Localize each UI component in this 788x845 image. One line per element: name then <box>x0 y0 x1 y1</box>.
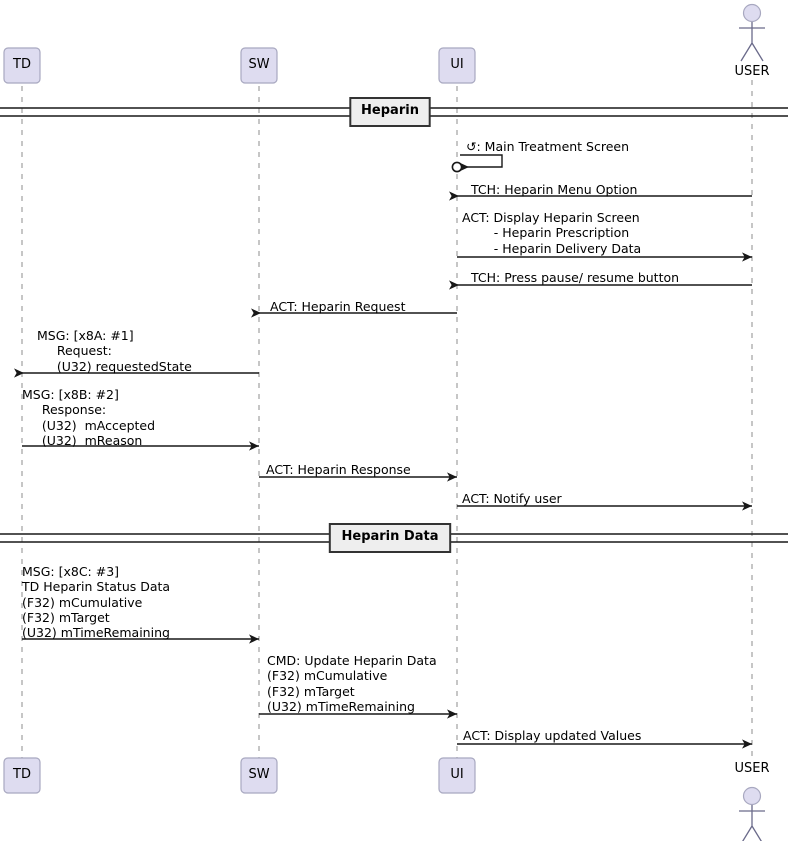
divider-box <box>328 523 452 553</box>
actor-head-icon <box>742 3 762 23</box>
message-label-m6: MSG: [x8A: #1] Request: (U32) requestedS… <box>37 328 192 374</box>
message-label-m3: ACT: Display Heparin Screen - Heparin Pr… <box>462 210 642 256</box>
self-message-terminator-icon <box>451 161 463 173</box>
participant-box[interactable] <box>240 757 278 794</box>
participant-label-td: TD <box>13 57 31 72</box>
participant-user-foot[interactable] <box>739 786 765 845</box>
actor-body-icon <box>739 805 765 845</box>
actor-head-icon <box>742 786 762 806</box>
message-label-m9: ACT: Notify user <box>462 491 562 506</box>
message-label-m7: MSG: [x8B: #2] Response: (U32) mAccepted… <box>22 387 156 448</box>
divider-label-1: Heparin Data <box>341 529 439 544</box>
divider-0 <box>0 97 788 127</box>
divider-label-0: Heparin <box>361 103 419 118</box>
participant-ui-head[interactable] <box>438 47 476 84</box>
message-label-m11: CMD: Update Heparin Data (F32) mCumulati… <box>267 653 437 714</box>
message-label-m4: TCH: Press pause/ resume button <box>471 270 680 285</box>
participant-ui-foot[interactable] <box>438 757 476 794</box>
message-label-m5: ACT: Heparin Request <box>270 299 406 314</box>
message-label-m10: MSG: [x8C: #3] TD Heparin Status Data (F… <box>22 564 171 641</box>
participant-box[interactable] <box>3 757 41 794</box>
message-label-m1: ↺: Main Treatment Screen <box>466 139 630 154</box>
participant-td-foot[interactable] <box>3 757 41 794</box>
actor-label-user: USER <box>734 64 770 79</box>
self-message-path <box>459 154 503 172</box>
participant-sw-head[interactable] <box>240 47 278 84</box>
participant-label-sw: SW <box>248 57 270 72</box>
participant-box[interactable] <box>438 47 476 84</box>
participant-box[interactable] <box>240 47 278 84</box>
participant-box[interactable] <box>3 47 41 84</box>
actor-label-user-foot: USER <box>734 761 770 776</box>
participant-label-sw-foot: SW <box>248 767 270 782</box>
participant-user-head[interactable] <box>739 3 765 62</box>
message-label-m12: ACT: Display updated Values <box>463 728 642 743</box>
divider-1 <box>0 523 788 553</box>
message-m1[interactable] <box>451 154 503 173</box>
participant-sw-foot[interactable] <box>240 757 278 794</box>
participant-td-head[interactable] <box>3 47 41 84</box>
message-label-m2: TCH: Heparin Menu Option <box>471 182 638 197</box>
participant-label-ui-foot: UI <box>450 767 464 782</box>
participant-label-ui: UI <box>450 57 464 72</box>
actor-body-icon <box>739 22 765 62</box>
participant-box[interactable] <box>438 757 476 794</box>
divider-box <box>349 97 431 127</box>
participant-label-td-foot: TD <box>13 767 31 782</box>
message-label-m8: ACT: Heparin Response <box>266 462 411 477</box>
